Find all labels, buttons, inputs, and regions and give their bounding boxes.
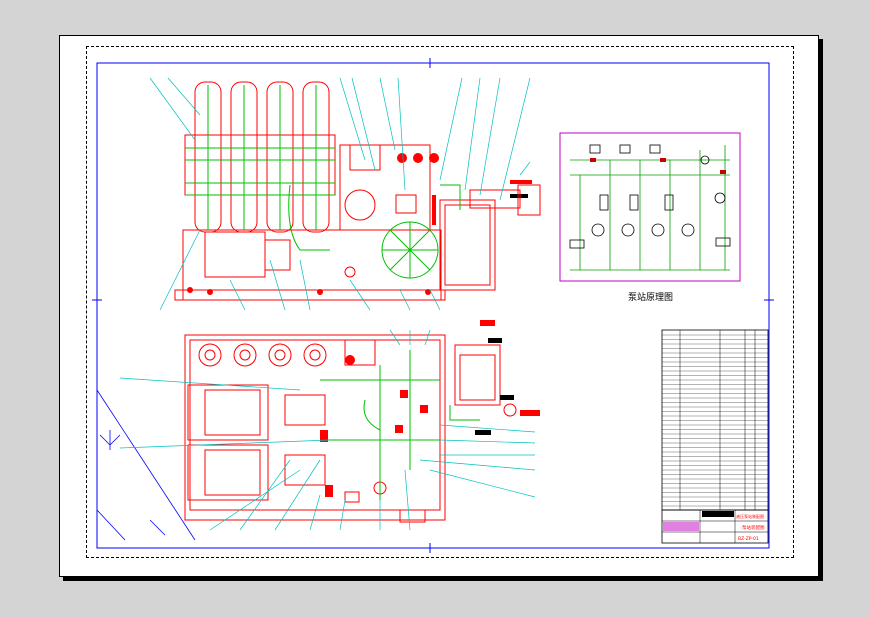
- plan-view-assembly: [184, 320, 540, 523]
- front-view-assembly: [174, 81, 541, 301]
- sheet-frame: [86, 46, 794, 558]
- front-view-leaders: [149, 77, 531, 311]
- title-project: 液压泵站装配图: [736, 513, 764, 519]
- title-block: [661, 509, 769, 544]
- hydraulic-schematic: [559, 132, 741, 282]
- parts-list-table: [661, 329, 769, 511]
- plan-view-leaders: [119, 329, 536, 531]
- schematic-caption: 泵站原理图: [628, 293, 674, 303]
- drawing-sheet: [59, 35, 819, 577]
- corner-leaders: [96, 389, 196, 541]
- title-drawing-name: 泵站装配图: [742, 524, 765, 531]
- title-drawing-number: BZ-ZP-01: [738, 536, 759, 542]
- inner-border: [96, 62, 770, 549]
